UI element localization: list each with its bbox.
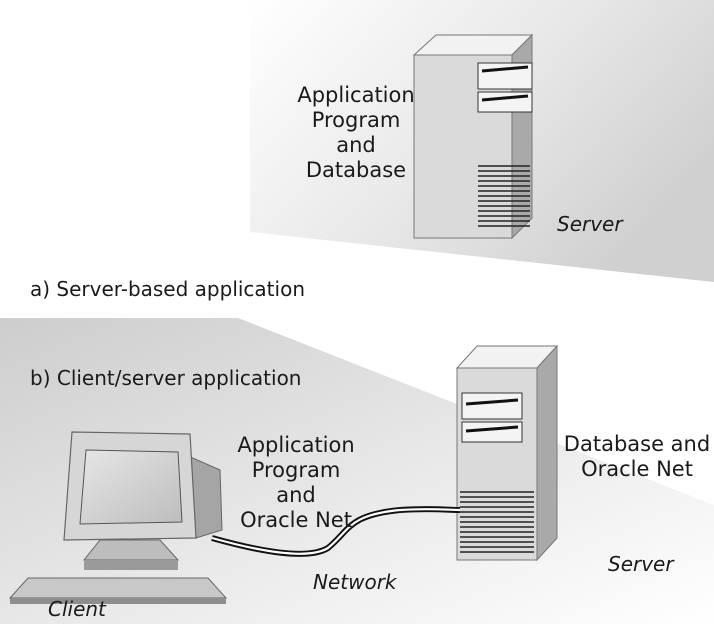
client-content-label: Application Program and Oracle Net [237,433,355,532]
server-tower-b-icon [455,344,559,562]
server-a-content-label: Application Program and Database [297,83,415,182]
server-tower-a-icon [412,33,534,240]
server-a-label: Server [557,212,623,236]
panel-a-caption: a) Server-based application [30,277,305,301]
server-b-content-label: Database and Oracle Net [563,432,711,481]
network-cable [211,506,461,557]
panel-b-caption: b) Client/server application [30,366,302,390]
server-b-label: Server [608,552,674,576]
client-computer-icon [8,431,228,604]
client-label: Client [48,597,106,621]
network-label: Network [313,570,397,594]
